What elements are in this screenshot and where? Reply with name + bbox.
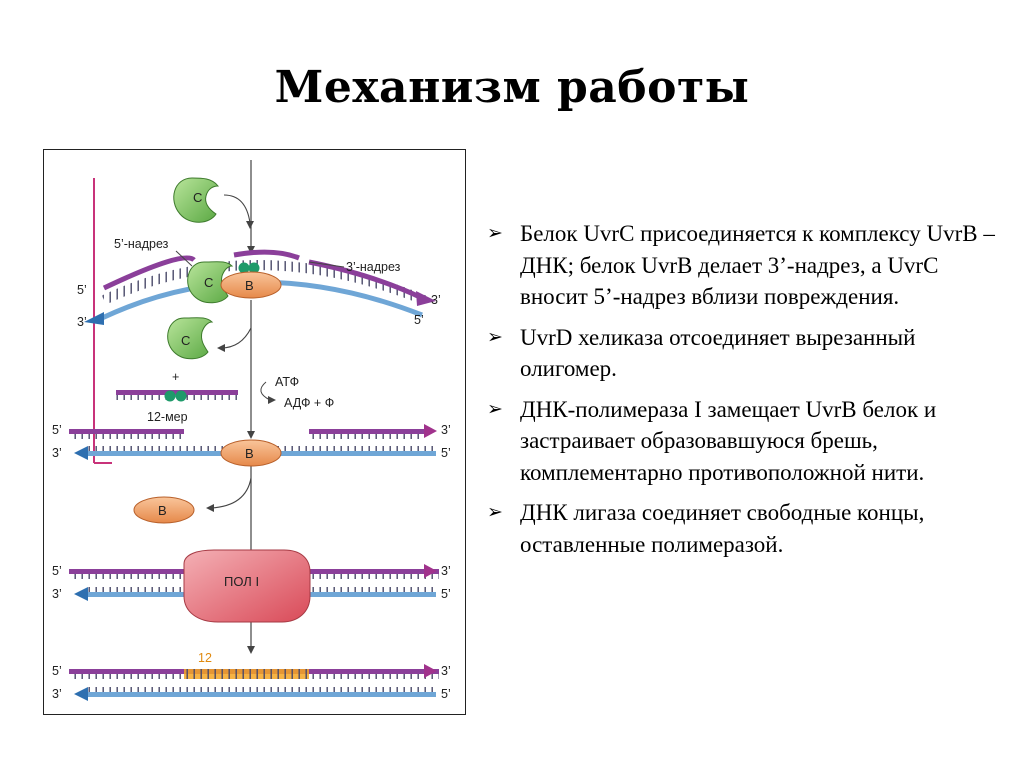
svg-text:5’: 5’ — [52, 664, 62, 678]
bullet-item: ➢Белок UvrC присоединяется к комплексу U… — [487, 218, 997, 313]
svg-text:+: + — [172, 370, 179, 384]
repair-diagram: C C B 5’-надрез 3’-надрез 5’ 3’ 3’ 5’ C … — [52, 160, 451, 701]
svg-text:C: C — [181, 333, 190, 348]
protein-b-label: B — [245, 278, 254, 293]
slide-title: Механизм работы — [274, 62, 750, 113]
svg-text:3’: 3’ — [52, 587, 62, 601]
svg-text:5’: 5’ — [441, 587, 451, 601]
adp-label: АДФ + Ф — [284, 396, 334, 410]
bullet-arrow-icon: ➢ — [487, 397, 503, 420]
svg-text:5’: 5’ — [52, 564, 62, 578]
svg-text:3’: 3’ — [52, 446, 62, 460]
purple-strand-left — [102, 255, 196, 291]
svg-text:5’: 5’ — [441, 446, 451, 460]
svg-text:3’: 3’ — [431, 293, 441, 307]
bullet-arrow-icon: ➢ — [487, 501, 503, 523]
repair-mechanism-figure: C C B 5’-надрез 3’-надрез 5’ 3’ 3’ 5’ C … — [43, 149, 466, 715]
bullet-arrow-icon: ➢ — [487, 222, 503, 244]
bullet-item: ➢ДНК-полимераза I замещает UvrB белок и … — [487, 394, 997, 489]
svg-text:5’: 5’ — [52, 423, 62, 437]
svg-text:3’: 3’ — [441, 423, 451, 437]
atp-label: АТФ — [275, 375, 299, 389]
nick5-label: 5’-надрез — [114, 237, 169, 251]
svg-text:5’: 5’ — [441, 687, 451, 701]
bullet-item: ➢UvrD хеликаза отсоединяет вырезанный ол… — [487, 322, 997, 385]
svg-text:C: C — [204, 275, 213, 290]
mer12-label: 12-мер — [147, 410, 188, 424]
nick3-label: 3’-надрез — [346, 260, 401, 274]
svg-text:B: B — [245, 446, 254, 461]
svg-text:5’: 5’ — [77, 283, 87, 297]
patch-label: 12 — [198, 651, 212, 665]
svg-text:3’: 3’ — [441, 664, 451, 678]
svg-text:B: B — [158, 503, 167, 518]
svg-text:3’: 3’ — [77, 315, 87, 329]
bullet-item: ➢ДНК лигаза соединяет свободные концы, о… — [487, 497, 997, 560]
bullet-list: ➢Белок UvrC присоединяется к комплексу U… — [487, 218, 997, 569]
protein-c-label: C — [193, 190, 202, 205]
bullet-arrow-icon: ➢ — [487, 325, 503, 348]
svg-text:3’: 3’ — [441, 564, 451, 578]
svg-text:3’: 3’ — [52, 687, 62, 701]
svg-text:5’: 5’ — [414, 313, 424, 327]
pol-label: ПОЛ I — [224, 574, 259, 589]
